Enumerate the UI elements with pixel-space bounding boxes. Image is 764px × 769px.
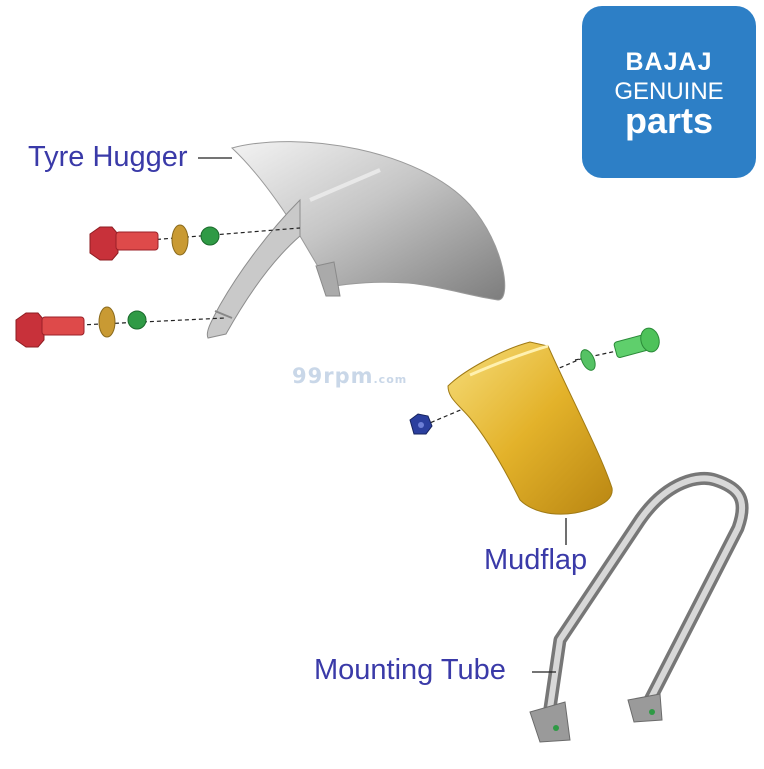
logo-genuine-text: GENUINE: [614, 78, 724, 105]
blue-nut-icon: [409, 413, 433, 435]
mounting-tube-label: Mounting Tube: [314, 654, 506, 686]
tyre-hugger-label: Tyre Hugger: [28, 141, 188, 173]
lower-nut-icon: [127, 310, 147, 330]
lower-washer-icon: [98, 306, 116, 338]
upper-bolt-icon: [89, 226, 159, 261]
mounting-tube-part: [529, 471, 749, 743]
green-bolt-icon: [613, 327, 660, 358]
upper-nut-icon: [200, 226, 220, 246]
logo-brand-text: BAJAJ: [625, 48, 713, 76]
green-washer-icon: [580, 349, 596, 371]
tyre-hugger-part: [206, 141, 506, 339]
watermark-suffix: .com: [373, 373, 408, 386]
mudflap-part: [447, 341, 613, 515]
logo-parts-text: parts: [624, 100, 714, 141]
mudflap-label: Mudflap: [484, 544, 588, 576]
leader-lines: [198, 157, 567, 673]
watermark-main: 99rpm: [292, 364, 374, 388]
upper-washer-icon: [171, 224, 189, 256]
watermark: 99rpm.com: [292, 364, 407, 388]
bajaj-genuine-parts-logo: BAJAJ GENUINE parts: [582, 6, 756, 178]
lower-bolt-icon: [15, 312, 85, 348]
